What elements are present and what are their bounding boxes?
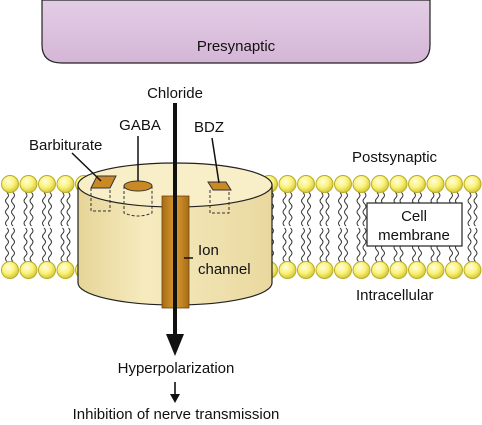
- lipid-tail: [60, 192, 65, 227]
- lipid-tail: [307, 192, 311, 227]
- lipid-tail: [362, 227, 367, 262]
- lipid-tail: [344, 192, 348, 227]
- lipid-tail: [362, 192, 367, 227]
- lipid-head: [371, 175, 389, 193]
- lipid-tail: [338, 192, 342, 227]
- lipid-head: [19, 175, 38, 193]
- lipid-head: [297, 261, 315, 279]
- lipid-head: [38, 261, 56, 279]
- lipid-tail: [48, 227, 52, 262]
- bdz-binding-site: [207, 181, 232, 191]
- lipid-tail: [66, 192, 71, 227]
- lipid-tail: [473, 192, 478, 227]
- lipid-head: [463, 261, 482, 279]
- lipid-head: [334, 261, 352, 279]
- lipid-head: [315, 261, 334, 279]
- lipid-tail: [5, 227, 9, 262]
- lipid-tail: [473, 227, 478, 262]
- lipid-tail: [467, 227, 472, 262]
- gaba-pocket: [123, 186, 153, 217]
- lipid-head: [278, 261, 297, 279]
- lipid-head: [1, 175, 19, 193]
- bdz-label: BDZ: [194, 119, 224, 136]
- bdz-pointer: [211, 137, 220, 184]
- lipid-tail: [282, 227, 287, 262]
- lipid-head: [445, 261, 463, 279]
- lipid-tail: [48, 192, 52, 227]
- inhibition-label: Inhibition of nerve transmission: [73, 406, 280, 423]
- lipid-tail: [319, 192, 324, 227]
- lipid-tail: [344, 227, 348, 262]
- gaba-label: GABA: [119, 117, 161, 134]
- lipid-tail: [5, 192, 9, 227]
- lipid-tail: [29, 227, 34, 262]
- lipid-tail: [42, 192, 46, 227]
- lipid-tail: [11, 227, 15, 262]
- lipid-tail: [319, 227, 324, 262]
- lipid-tail: [66, 227, 71, 262]
- lipid-tail: [325, 192, 330, 227]
- lipid-head: [408, 175, 426, 193]
- ion-channel-label-line1: Ion: [198, 242, 219, 259]
- lipid-head: [426, 175, 445, 193]
- lipid-tail: [307, 227, 311, 262]
- lipid-head: [371, 261, 389, 279]
- lipid-head: [315, 175, 334, 193]
- lipid-tail: [356, 227, 361, 262]
- lipid-tail: [11, 192, 15, 227]
- lipid-head: [56, 261, 75, 279]
- lipid-head: [445, 175, 463, 193]
- barbiturate-label: Barbiturate: [29, 137, 102, 154]
- postsynaptic-label: Postsynaptic: [352, 149, 438, 166]
- lipid-head: [297, 175, 315, 193]
- chloride-arrow-head: [166, 334, 184, 356]
- lipid-head: [463, 175, 482, 193]
- lipid-tail: [288, 227, 293, 262]
- lipid-tail: [325, 227, 330, 262]
- lipid-tail: [282, 192, 287, 227]
- lipid-head: [19, 261, 38, 279]
- lipid-tail: [467, 192, 472, 227]
- chloride-label: Chloride: [147, 85, 203, 102]
- lipid-tail: [301, 227, 305, 262]
- lipid-tail: [60, 227, 65, 262]
- lipid-tail: [23, 227, 28, 262]
- cell-membrane-label-line2: membrane: [378, 227, 450, 244]
- ion-channel-label-line2: channel: [198, 261, 251, 278]
- lipid-tail: [42, 227, 46, 262]
- barbiturate-pocket: [90, 188, 111, 212]
- barbiturate-pointer: [71, 152, 102, 182]
- lipid-head: [56, 175, 75, 193]
- bdz-pocket: [209, 190, 230, 214]
- cell-membrane-box: [366, 202, 463, 247]
- lipid-head: [389, 261, 408, 279]
- presynaptic-label: Presynaptic: [197, 38, 276, 55]
- lipid-head: [352, 261, 371, 279]
- lipid-tail: [301, 192, 305, 227]
- gaba-binding-site: [123, 180, 153, 192]
- lipid-head: [352, 175, 371, 193]
- hyperpolarization-label: Hyperpolarization: [118, 360, 235, 377]
- lipid-head: [38, 175, 56, 193]
- lipid-head: [1, 261, 19, 279]
- lipid-head: [426, 261, 445, 279]
- lipid-tail: [29, 192, 34, 227]
- lipid-tail: [23, 192, 28, 227]
- lipid-tail: [288, 192, 293, 227]
- lipid-tail: [356, 192, 361, 227]
- lipid-head: [389, 175, 408, 193]
- lipid-head: [408, 261, 426, 279]
- barbiturate-binding-site: [90, 175, 117, 189]
- inhibition-arrow-head: [170, 394, 180, 403]
- intracellular-label: Intracellular: [356, 287, 434, 304]
- lipid-tail: [338, 227, 342, 262]
- cell-membrane-label-line1: Cell: [401, 208, 427, 225]
- presynaptic-terminal: [41, 0, 431, 64]
- lipid-head: [278, 175, 297, 193]
- lipid-head: [334, 175, 352, 193]
